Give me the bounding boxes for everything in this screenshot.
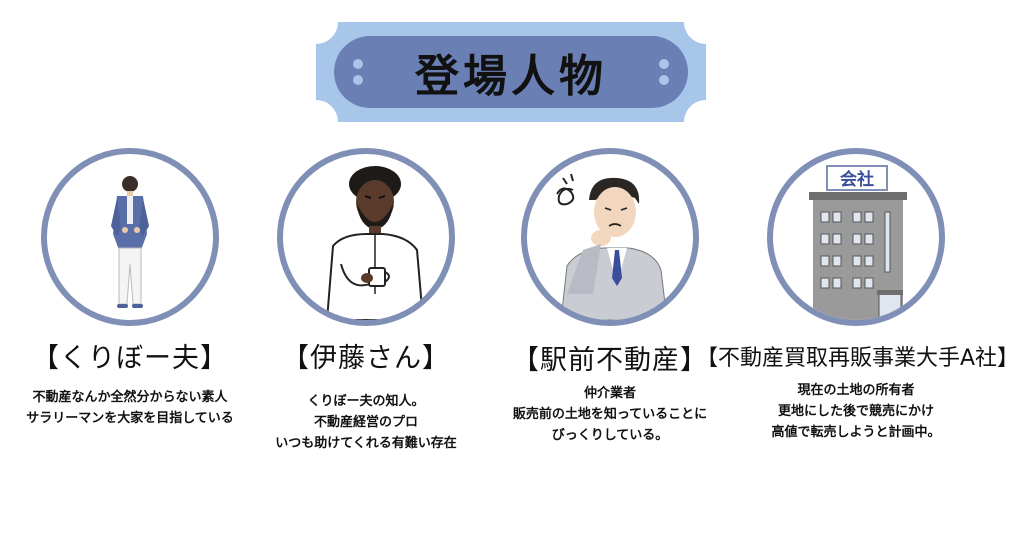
description-line: くりぼー夫の知人。 [307, 394, 425, 409]
confused-swirl-icon [556, 187, 575, 206]
character-card-company-a: 会社 【不動産買取再販事業大手A社】 現在の土地の所有者 更地にした後で競売にか… [696, 148, 1020, 443]
banner-dot-icon [353, 75, 363, 85]
banner-dot-icon [659, 75, 669, 85]
character-name: 【駅前不動産】 [512, 345, 708, 376]
description-line: 更地にした後で競売にかけ [777, 404, 934, 419]
character-description: 現在の土地の所有者 更地にした後で競売にかけ 高値で転売しようと計画中。 [696, 380, 1016, 443]
standing-man-icon [111, 176, 149, 308]
character-portrait [521, 148, 699, 326]
character-name: 【伊藤さん】 [282, 343, 450, 374]
worried-businessman-icon [556, 173, 668, 320]
character-name: 【くりぼー夫】 [32, 343, 228, 374]
company-building-icon: 会社 [809, 165, 907, 320]
description-line: 仲介業者 [583, 386, 636, 401]
character-portrait [41, 148, 219, 326]
character-description: 不動産なんか全然分からない素人 サラリーマンを大家を目指している [20, 387, 240, 429]
description-line: 不動産なんか全然分からない素人 [32, 390, 228, 405]
character-description: くりぼー夫の知人。 不動産経営のプロ いつも助けてくれる有難い存在 [236, 391, 496, 454]
character-portrait: 会社 [767, 148, 945, 326]
banner-frame [316, 22, 706, 122]
page-title: 登場人物 [415, 51, 607, 102]
description-line: 不動産経営のプロ [313, 415, 418, 430]
character-card-ekimae: 【駅前不動産】 仲介業者 販売前の土地を知っていることに びっくりしている。 [490, 148, 730, 446]
description-line: サラリーマンを大家を目指している [26, 411, 234, 426]
character-name: 【不動産買取再販事業大手A社】 [696, 346, 1020, 371]
description-line: いつも助けてくれる有難い存在 [275, 436, 457, 451]
banner-dot-icon [659, 59, 669, 69]
character-description: 仲介業者 販売前の土地を知っていることに びっくりしている。 [490, 383, 730, 446]
banner-dot-icon [353, 59, 363, 69]
character-card-ito: 【伊藤さん】 くりぼー夫の知人。 不動産経営のプロ いつも助けてくれる有難い存在 [236, 148, 496, 454]
description-line: びっくりしている。 [551, 428, 669, 443]
character-portrait [277, 148, 455, 326]
bearded-man-coffee-icon [325, 166, 425, 320]
description-line: 現在の土地の所有者 [797, 383, 915, 398]
description-line: 販売前の土地を知っていることに [512, 407, 708, 422]
description-line: 高値で転売しようと計画中。 [771, 425, 941, 440]
company-sign: 会社 [840, 169, 874, 190]
title-banner: 登場人物 [316, 22, 706, 122]
character-card-kuribo: 【くりぼー夫】 不動産なんか全然分からない素人 サラリーマンを大家を目指している [20, 148, 240, 429]
